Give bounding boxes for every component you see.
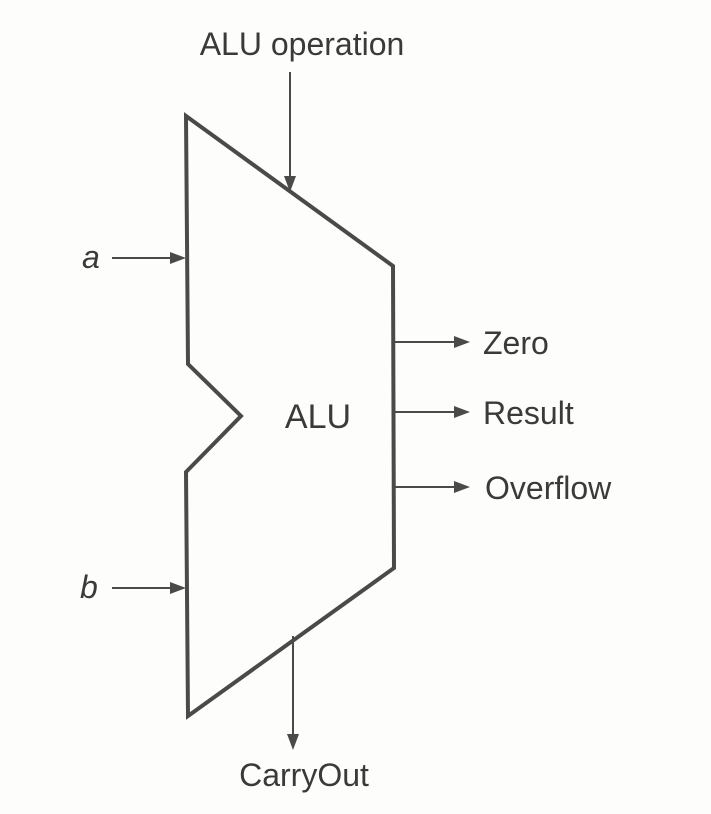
overflow-output-label: Overflow	[485, 470, 612, 506]
carry-out-label: CarryOut	[239, 757, 369, 793]
carry-out-arrowhead	[287, 734, 299, 750]
input-b-arrowhead	[170, 582, 186, 594]
result-output-label: Result	[483, 395, 574, 431]
alu-operation-label: ALU operation	[200, 26, 405, 62]
alu-operation-arrowhead	[284, 176, 296, 192]
overflow-output-arrowhead	[454, 481, 470, 493]
alu-block-label: ALU	[285, 398, 351, 436]
input-a-arrowhead	[170, 252, 186, 264]
alu-block-outline	[183, 112, 397, 720]
zero-output-label: Zero	[483, 325, 549, 361]
result-output-arrowhead	[454, 406, 470, 418]
input-a-label: a	[82, 239, 100, 275]
zero-output-arrowhead	[454, 336, 470, 348]
input-b-label: b	[80, 569, 98, 605]
